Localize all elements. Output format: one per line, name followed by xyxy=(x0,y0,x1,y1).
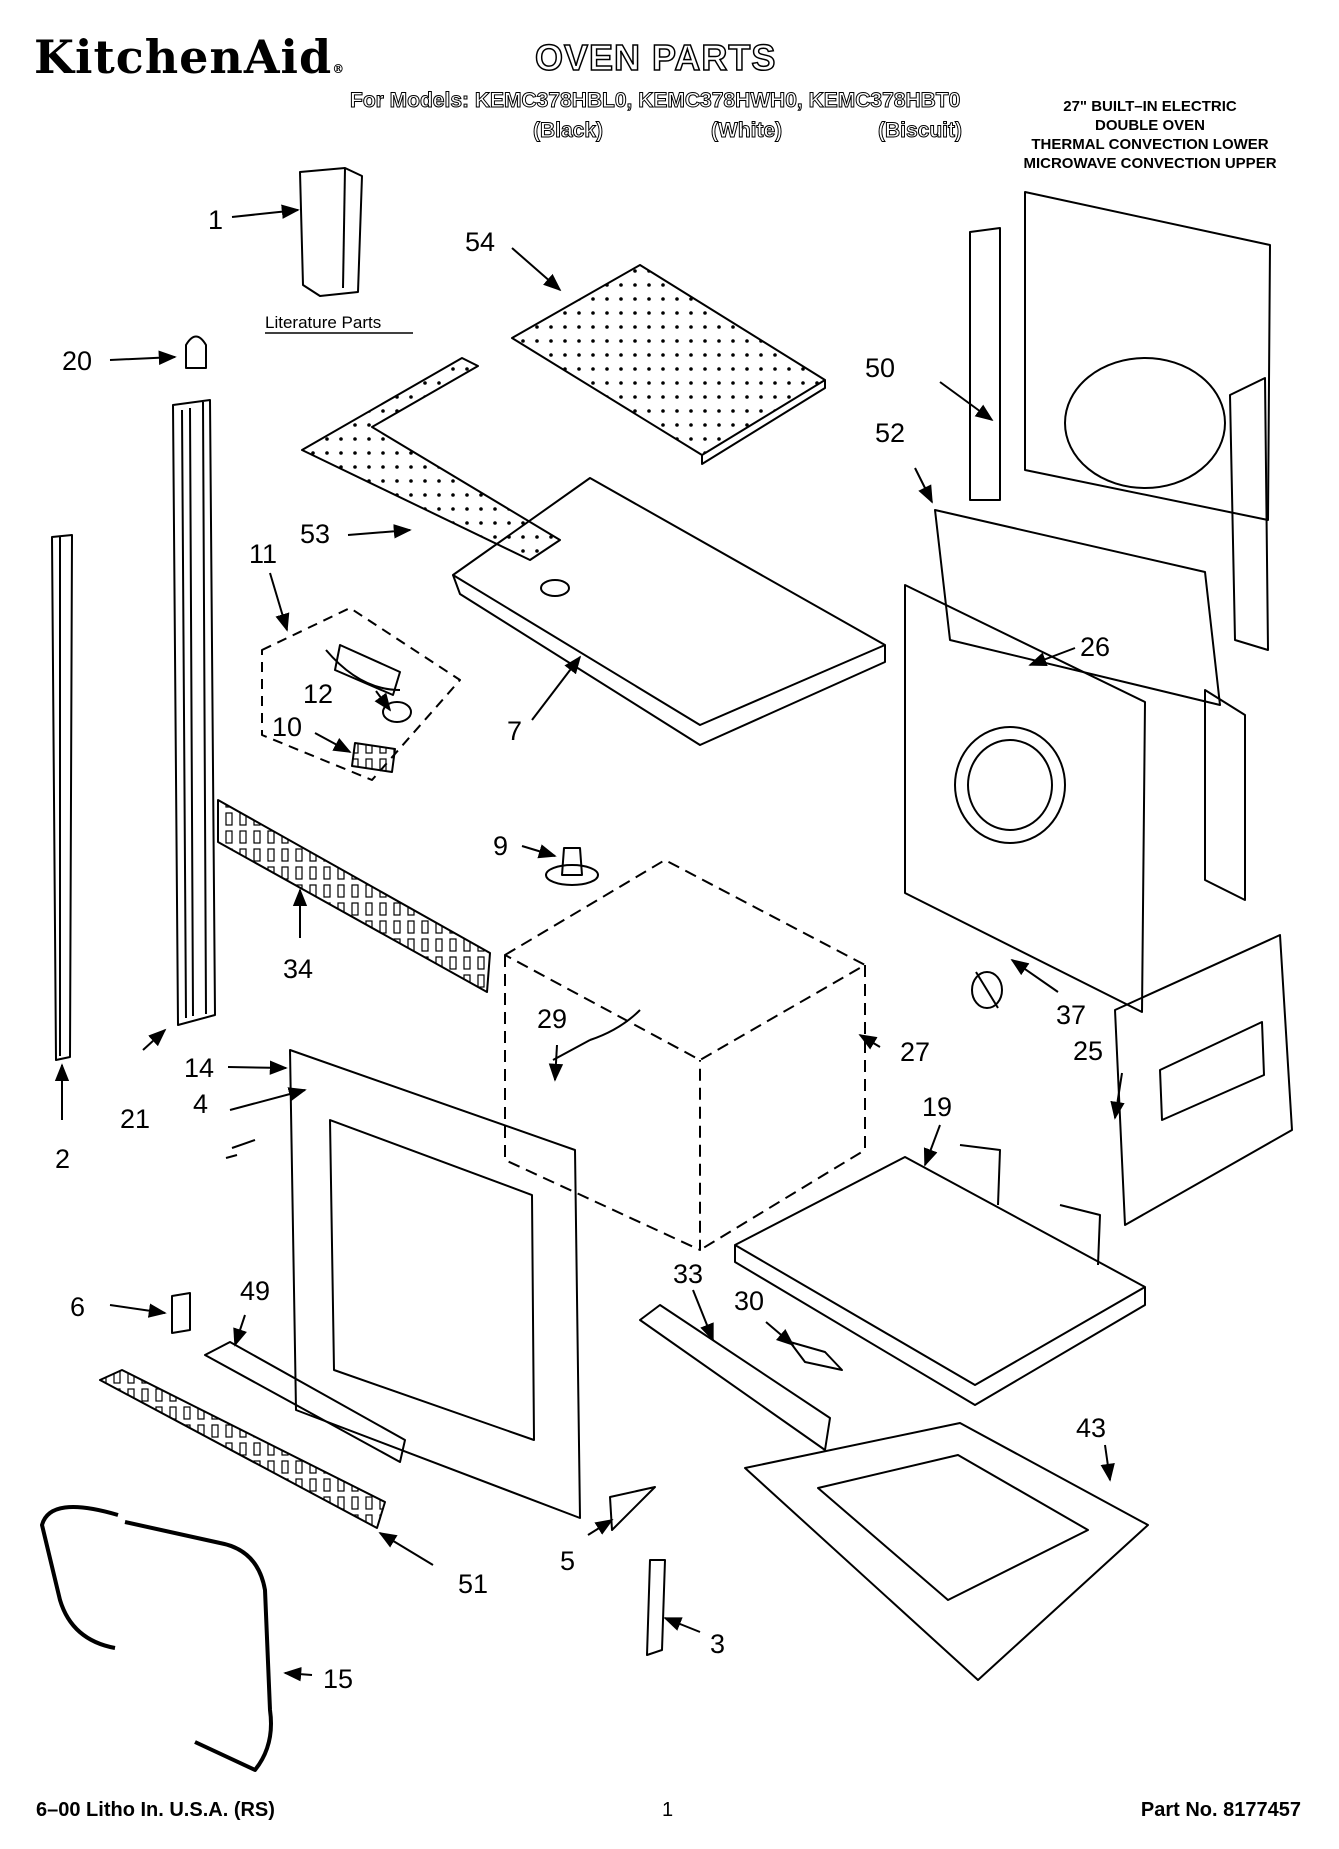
callout-26: 26 xyxy=(1080,632,1110,662)
callout-21: 21 xyxy=(120,1104,150,1134)
callout-49: 49 xyxy=(240,1276,270,1306)
part-channel xyxy=(639,1304,831,1451)
part-label xyxy=(351,742,396,773)
part-front-frame xyxy=(289,1049,581,1519)
part-rear-panel xyxy=(969,191,1271,651)
callout-15: 15 xyxy=(323,1664,353,1694)
part-side-panel-right xyxy=(1114,934,1293,1226)
callout-50: 50 xyxy=(865,353,895,383)
callout-7: 7 xyxy=(507,716,522,746)
part-badge xyxy=(185,335,207,369)
callout-20: 20 xyxy=(62,346,92,376)
callout-43: 43 xyxy=(1076,1413,1106,1443)
callout-19: 19 xyxy=(922,1092,952,1122)
part-probe xyxy=(552,1009,641,1061)
part-vent-grille xyxy=(217,799,491,993)
callout-10: 10 xyxy=(272,712,302,742)
registered-mark: ® xyxy=(332,62,346,76)
page-number: 1 xyxy=(662,1799,674,1821)
callout-52: 52 xyxy=(875,418,905,448)
literature-parts-label: Literature Parts xyxy=(265,313,381,332)
part-inner-panel xyxy=(934,509,1221,706)
part-bottom-tray xyxy=(744,1422,1149,1681)
part-brace xyxy=(646,1559,666,1656)
part-number: Part No. 8177457 xyxy=(1140,1799,1301,1821)
page-title: OVEN PARTS xyxy=(534,37,777,78)
variant-white: (White) xyxy=(710,119,783,142)
product-description: 27" BUILT–IN ELECTRIC DOUBLE OVEN THERMA… xyxy=(990,97,1310,173)
brand-logo: KitchenAid® xyxy=(34,34,345,80)
description-line: 27" BUILT–IN ELECTRIC xyxy=(1063,98,1237,115)
part-front-bar xyxy=(204,1341,406,1463)
callout-25: 25 xyxy=(1073,1036,1103,1066)
callout-11: 11 xyxy=(249,539,277,569)
part-wiring-harness xyxy=(261,607,461,781)
callout-34: 34 xyxy=(283,954,313,984)
callout-30: 30 xyxy=(734,1286,764,1316)
callout-6: 6 xyxy=(70,1292,85,1322)
callout-29: 29 xyxy=(537,1004,567,1034)
callout-9: 9 xyxy=(493,831,508,861)
part-top-panel xyxy=(452,477,886,746)
part-side-panel xyxy=(172,399,216,1026)
callout-53: 53 xyxy=(300,519,330,549)
part-door-gasket xyxy=(40,1505,273,1772)
callout-51: 51 xyxy=(458,1569,488,1599)
callout-33: 33 xyxy=(673,1259,703,1289)
brand-name: KitchenAid xyxy=(34,30,333,84)
part-vent-bar xyxy=(99,1369,386,1529)
description-line: DOUBLE OVEN xyxy=(1094,117,1205,134)
callout-3: 3 xyxy=(710,1629,725,1659)
callout-54: 54 xyxy=(465,227,495,257)
variant-biscuit: (Biscuit) xyxy=(878,119,963,142)
part-sensor xyxy=(545,847,599,886)
literature-parts xyxy=(299,167,363,297)
part-thermal-fuse xyxy=(971,971,1003,1009)
part-oven-cavity xyxy=(504,859,866,1251)
description-line: MICROWAVE CONVECTION UPPER xyxy=(1023,155,1277,172)
leader-lines xyxy=(54,204,1125,1682)
callout-5: 5 xyxy=(560,1546,575,1576)
callout-2: 2 xyxy=(55,1144,70,1174)
part-screw xyxy=(225,1139,256,1159)
model-numbers: For Models: KEMC378HBL0, KEMC378HWH0, KE… xyxy=(349,89,961,112)
part-perforated-top xyxy=(511,264,826,465)
part-insulation-frame xyxy=(301,357,561,561)
variant-black: (Black) xyxy=(532,119,604,142)
part-bulb xyxy=(382,701,412,723)
callout-37: 37 xyxy=(1056,1000,1086,1030)
callout-4: 4 xyxy=(193,1089,208,1119)
callout-12: 12 xyxy=(303,679,333,709)
part-clip xyxy=(789,1341,843,1371)
description-line: THERMAL CONVECTION LOWER xyxy=(1031,136,1269,153)
part-heat-shield xyxy=(734,1144,1146,1406)
part-hinge-clip xyxy=(171,1292,191,1334)
callout-27: 27 xyxy=(900,1037,930,1067)
footer-litho: 6–00 Litho In. U.S.A. (RS) xyxy=(36,1799,275,1821)
part-bracket xyxy=(609,1486,656,1531)
part-side-trim xyxy=(51,534,73,1061)
part-convection-panel xyxy=(904,584,1246,1013)
callout-14: 14 xyxy=(184,1053,214,1083)
callout-1: 1 xyxy=(208,205,223,235)
